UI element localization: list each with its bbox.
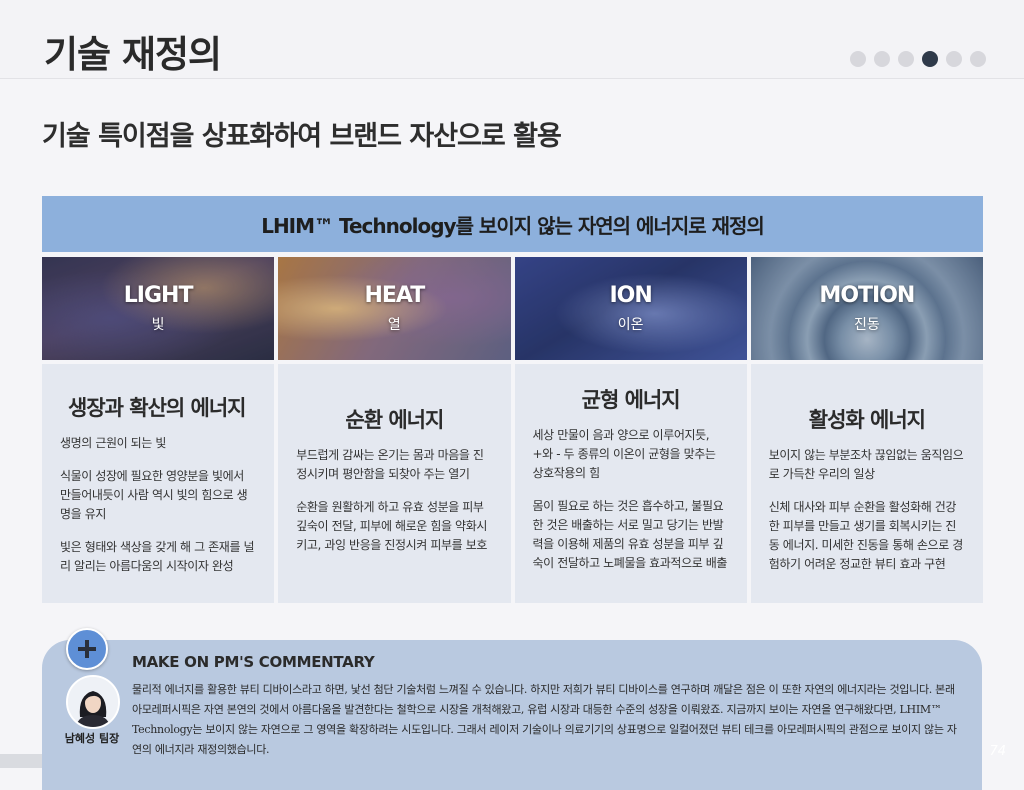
description-card-light: 생장과 확산의 에너지 생명의 근원이 되는 빛 식물이 성장에 필요한 영양분… xyxy=(42,364,275,603)
description-paragraph: 보이지 않는 부분조차 끊임없는 움직임으로 가득찬 우리의 일상 xyxy=(768,448,964,481)
pager-dot-5[interactable] xyxy=(946,51,962,67)
person-avatar-icon xyxy=(68,677,118,727)
description-paragraph: 부드럽게 감싸는 온기는 몸과 마음을 진정시키며 평안함을 되찾아 주는 열기 xyxy=(296,448,484,481)
element-card-light: LIGHT 빛 xyxy=(42,257,275,360)
energy-elements-row: LIGHT 빛 HEAT 열 ION 이온 MOTION 진동 xyxy=(42,257,983,360)
description-paragraph: 식물이 성장에 필요한 영양분을 빛에서 만들어내듯이 사람 역시 빛의 힘으로… xyxy=(60,469,248,521)
element-korean: 이온 xyxy=(617,317,644,333)
pager-dot-6[interactable] xyxy=(970,51,986,67)
plus-icon xyxy=(78,640,96,658)
page-title: 기술 재정의 xyxy=(44,33,222,76)
description-title: 활성화 에너지 xyxy=(808,408,926,432)
element-korean: 빛 xyxy=(151,317,165,333)
description-card-motion: 활성화 에너지 보이지 않는 부분조차 끊임없는 움직임으로 가득찬 우리의 일… xyxy=(750,364,983,603)
description-card-heat: 순환 에너지 부드럽게 감싸는 온기는 몸과 마음을 진정시키며 평안함을 되찾… xyxy=(278,364,511,603)
banner-text: LHIM™ Technology를 보이지 않는 자연의 에너지로 재정의 xyxy=(261,213,765,238)
description-paragraph: 몸이 필요로 하는 것은 흡수하고, 불필요한 것은 배출하는 서로 밀고 당기… xyxy=(532,499,728,570)
description-title: 생장과 확산의 에너지 xyxy=(68,396,247,420)
avatar xyxy=(66,675,120,729)
page-number: 74 xyxy=(989,744,1006,759)
slide-pager xyxy=(850,51,986,67)
expand-commentary-button[interactable] xyxy=(66,628,108,670)
energy-descriptions-row: 생장과 확산의 에너지 생명의 근원이 되는 빛 식물이 성장에 필요한 영양분… xyxy=(42,364,983,603)
description-paragraph: 빛은 형태와 색상을 갖게 해 그 존재를 널리 알리는 아름다움의 시작이자 … xyxy=(60,540,255,573)
element-name: ION xyxy=(609,283,652,308)
element-korean: 진동 xyxy=(853,317,880,333)
pager-dot-3[interactable] xyxy=(898,51,914,67)
footer-corner xyxy=(0,754,42,768)
element-name: LIGHT xyxy=(123,283,194,308)
description-title: 순환 에너지 xyxy=(345,408,444,432)
commentary-text: 물리적 에너지를 활용한 뷰티 디바이스라고 하면, 낯선 첨단 기술처럼 느껴… xyxy=(132,683,957,756)
element-card-ion: ION 이온 xyxy=(514,257,747,360)
description-paragraph: 신체 대사와 피부 순환을 활성화해 건강한 피부를 만들고 생기를 회복시키는… xyxy=(768,500,964,571)
element-korean: 열 xyxy=(387,317,401,333)
description-card-ion: 균형 에너지 세상 만물이 음과 양으로 이루어지듯, +와 - 두 종류의 이… xyxy=(514,364,747,603)
commentary-heading: MAKE ON PM'S COMMENTARY xyxy=(132,653,375,671)
element-card-motion: MOTION 진동 xyxy=(750,257,983,360)
header-bar xyxy=(0,0,1024,79)
description-paragraph: 생명의 근원이 되는 빛 xyxy=(60,436,167,450)
description-paragraph: 세상 만물이 음과 양으로 이루어지듯, +와 - 두 종류의 이온이 균형을 … xyxy=(532,428,716,480)
element-name: MOTION xyxy=(819,283,915,308)
technology-banner: LHIM™ Technology를 보이지 않는 자연의 에너지로 재정의 xyxy=(42,196,983,252)
element-name: HEAT xyxy=(364,283,425,308)
section-subtitle: 기술 특이점을 상표화하여 브랜드 자산으로 활용 xyxy=(42,121,562,152)
author-name: 남혜성 팀장 xyxy=(64,732,120,745)
commentary-panel xyxy=(42,640,982,790)
pager-dot-4[interactable] xyxy=(922,51,938,67)
description-title: 균형 에너지 xyxy=(581,388,681,412)
pager-dot-1[interactable] xyxy=(850,51,866,67)
element-card-heat: HEAT 열 xyxy=(278,257,511,360)
description-paragraph: 순환을 원활하게 하고 유효 성분을 피부 깊숙이 전달, 피부에 해로운 힘을… xyxy=(296,500,487,552)
pager-dot-2[interactable] xyxy=(874,51,890,67)
